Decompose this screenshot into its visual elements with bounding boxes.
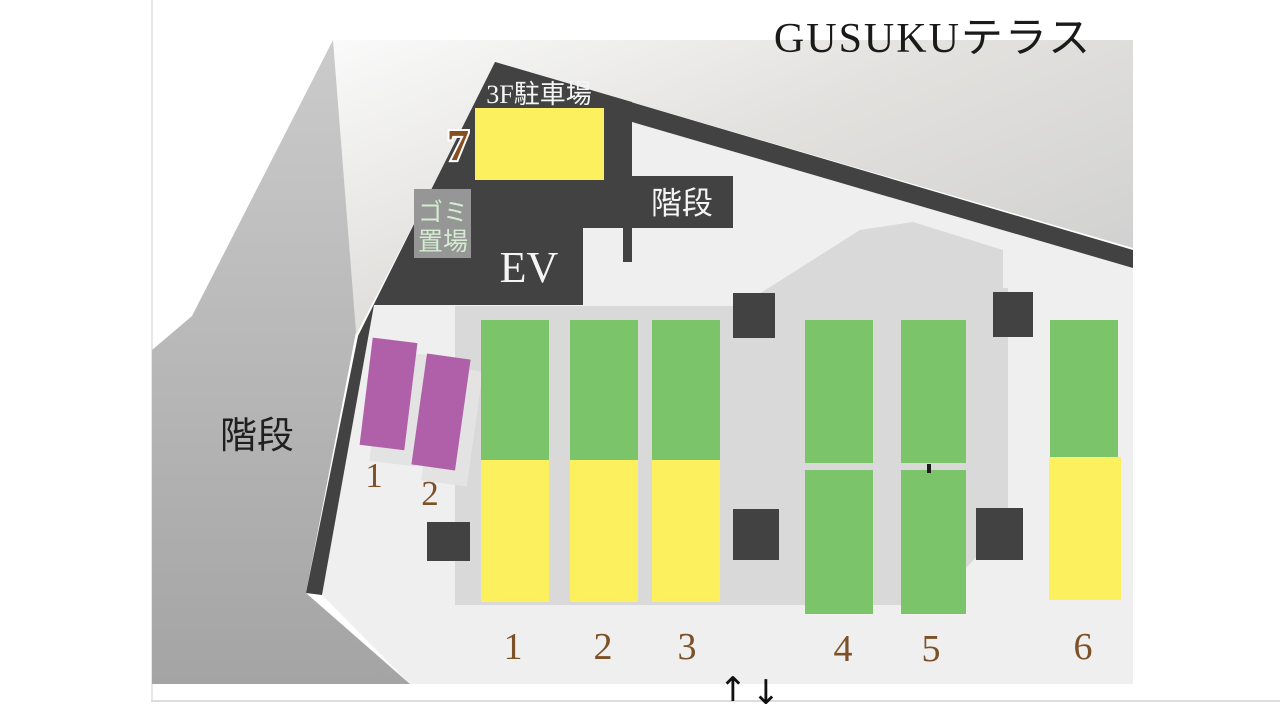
garbage-area: ゴミ 置場 bbox=[414, 189, 471, 258]
space-1-green bbox=[481, 320, 549, 460]
purple-space-number-2: 2 bbox=[421, 474, 439, 513]
parking-space-7 bbox=[475, 108, 604, 180]
space-6-yellow bbox=[1049, 457, 1121, 600]
page-bottom-edge-line bbox=[151, 700, 1280, 702]
page-title: GUSUKUテラス bbox=[774, 16, 1092, 62]
parking-space-5 bbox=[901, 320, 966, 614]
space-number-6: 6 bbox=[1074, 626, 1093, 668]
building-wall-tab bbox=[623, 228, 632, 262]
space-3-green bbox=[652, 320, 720, 460]
space-number-4: 4 bbox=[834, 628, 853, 670]
pillar bbox=[427, 522, 470, 561]
parking-space-purple-1 bbox=[359, 337, 418, 451]
space-2-green bbox=[570, 320, 638, 460]
space-5-green-lower bbox=[901, 470, 966, 614]
space-5-tick-mark bbox=[927, 464, 931, 473]
garbage-label-line2: 置場 bbox=[418, 228, 468, 256]
space-number-2: 2 bbox=[594, 626, 613, 668]
space-number-1: 1 bbox=[504, 626, 523, 668]
space-5-green-upper bbox=[901, 320, 966, 463]
space-1-yellow bbox=[481, 460, 549, 602]
space-7-label: 7 bbox=[447, 121, 469, 170]
stairs-left-label: 階段 bbox=[220, 415, 294, 457]
space-number-5: 5 bbox=[922, 628, 941, 670]
space-4-green-upper bbox=[805, 320, 873, 463]
outer-slope-top bbox=[333, 40, 1133, 335]
garbage-label-line1: ゴミ bbox=[418, 199, 468, 227]
space-2-yellow bbox=[570, 460, 638, 602]
pillar bbox=[733, 293, 775, 338]
space-number-3: 3 bbox=[678, 626, 697, 668]
parking-space-4 bbox=[805, 320, 873, 614]
pillar bbox=[733, 509, 779, 560]
stairs-top-label: 階段 bbox=[651, 186, 713, 221]
parking-space-2 bbox=[570, 320, 638, 602]
space-3-yellow bbox=[652, 460, 720, 602]
parking-3f-label: 3F駐車場 bbox=[486, 80, 591, 109]
pillar bbox=[976, 508, 1023, 560]
stairs-top-block bbox=[632, 176, 733, 228]
space-6-green bbox=[1050, 320, 1118, 457]
arrow-down-icon: ↓ bbox=[752, 673, 781, 713]
building-roof-band bbox=[495, 62, 1133, 268]
arrow-up-icon: ↑ bbox=[719, 670, 748, 710]
building-core bbox=[306, 62, 632, 595]
space-4-green-lower bbox=[805, 470, 873, 614]
parking-space-3 bbox=[652, 320, 720, 602]
parking-space-6 bbox=[1049, 320, 1121, 600]
purple-space-number-1: 1 bbox=[365, 456, 383, 495]
building-structure bbox=[306, 62, 1133, 595]
pillar bbox=[993, 292, 1033, 337]
parking-space-purple-2 bbox=[411, 353, 471, 471]
elevator-label: EV bbox=[500, 243, 559, 292]
parking-space-1 bbox=[481, 320, 549, 602]
garbage-box bbox=[414, 189, 471, 258]
outer-slope-left bbox=[152, 40, 410, 684]
